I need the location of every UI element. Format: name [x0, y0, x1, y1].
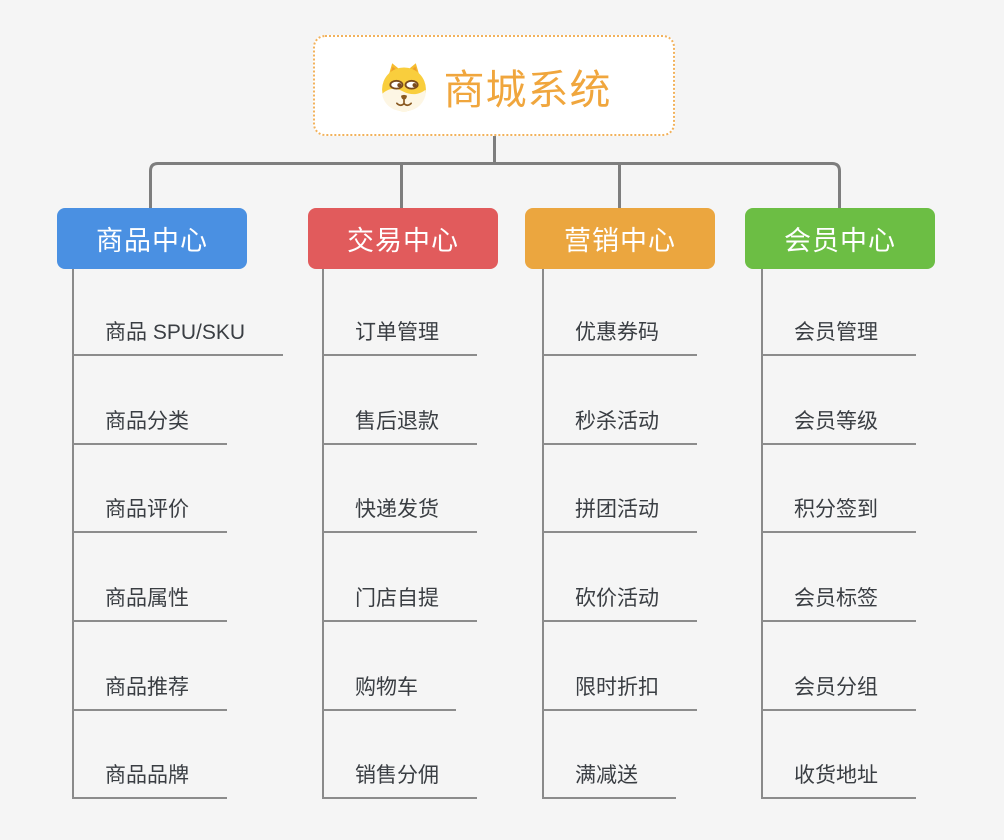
leaf-node[interactable]: 会员等级 — [761, 405, 916, 445]
leaf-node[interactable]: 销售分佣 — [322, 759, 477, 799]
branch-node-marketing-center[interactable]: 营销中心 — [525, 208, 715, 269]
dog-face-icon — [381, 62, 426, 111]
leaf-node[interactable]: 商品属性 — [72, 582, 227, 622]
leaf-node[interactable]: 优惠券码 — [542, 316, 697, 356]
leaf-node[interactable]: 商品分类 — [72, 405, 227, 445]
leaf-node[interactable]: 拼团活动 — [542, 493, 697, 533]
leaf-node[interactable]: 快递发货 — [322, 493, 477, 533]
leaf-node[interactable]: 砍价活动 — [542, 582, 697, 622]
branch-node-product-center[interactable]: 商品中心 — [57, 208, 247, 269]
leaf-node[interactable]: 商品品牌 — [72, 759, 227, 799]
leaf-node[interactable]: 会员管理 — [761, 316, 916, 356]
leaf-node[interactable]: 收货地址 — [761, 759, 916, 799]
leaf-node[interactable]: 商品推荐 — [72, 671, 227, 711]
leaf-node[interactable]: 会员标签 — [761, 582, 916, 622]
branch-node-trade-center[interactable]: 交易中心 — [308, 208, 498, 269]
leaf-node[interactable]: 商品 SPU/SKU — [72, 316, 284, 356]
leaf-node[interactable]: 订单管理 — [322, 316, 477, 356]
leaf-node[interactable]: 会员分组 — [761, 671, 916, 711]
leaf-node[interactable]: 限时折扣 — [542, 671, 697, 711]
leaf-node[interactable]: 售后退款 — [322, 405, 477, 445]
leaf-node[interactable]: 购物车 — [322, 671, 456, 711]
branch-node-member-center[interactable]: 会员中心 — [745, 208, 935, 269]
root-node[interactable]: 商城系统 — [313, 35, 675, 136]
leaf-node[interactable]: 满减送 — [542, 759, 676, 799]
leaf-node[interactable]: 商品评价 — [72, 493, 227, 533]
leaf-node[interactable]: 门店自提 — [322, 582, 477, 622]
leaf-node[interactable]: 积分签到 — [761, 493, 916, 533]
root-title: 商城系统 — [443, 66, 612, 113]
leaf-node[interactable]: 秒杀活动 — [542, 405, 697, 445]
